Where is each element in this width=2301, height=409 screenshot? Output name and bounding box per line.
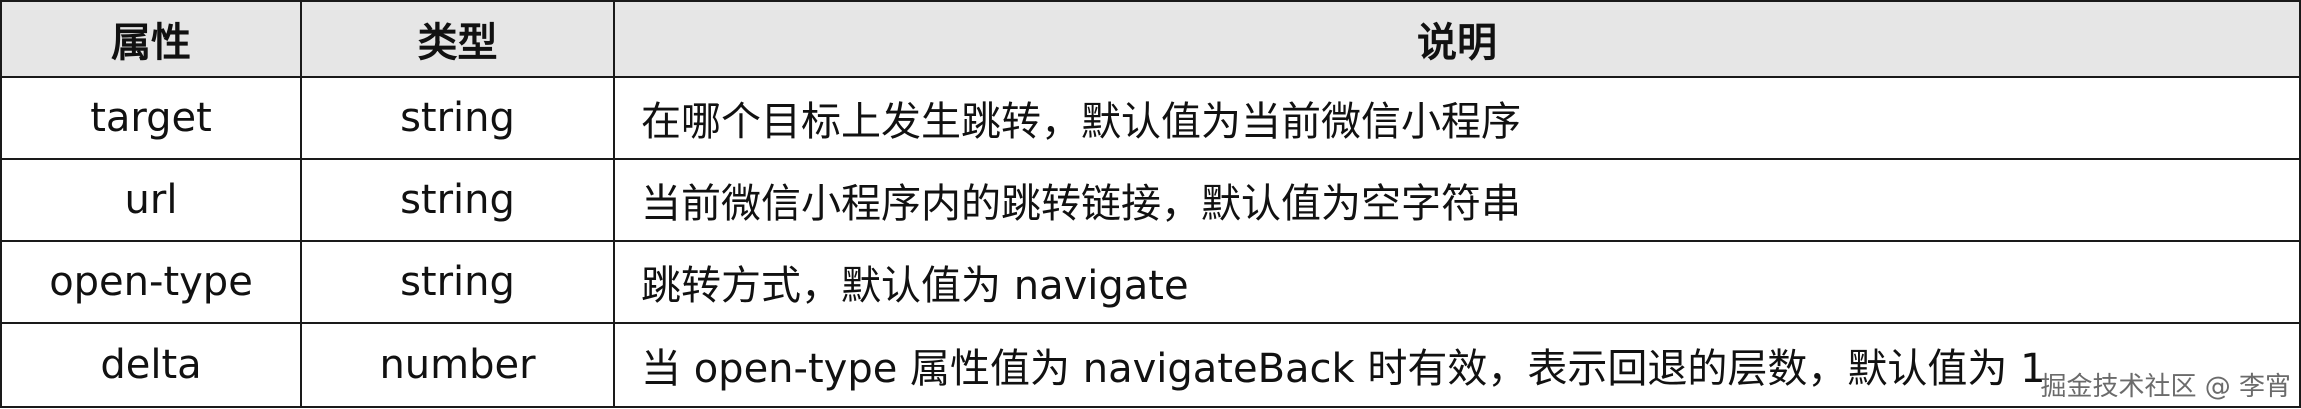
cell-description: 当前微信小程序内的跳转链接，默认值为空字符串 [613,158,2301,242]
cell-description: 在哪个目标上发生跳转，默认值为当前微信小程序 [613,76,2301,160]
cell-type: string [300,76,615,160]
table-row: delta number 当 open-type 属性值为 navigateBa… [0,322,2301,408]
header-row: 属性 类型 说明 [0,0,2301,78]
table-row: open-type string 跳转方式，默认值为 navigate [0,240,2301,324]
header-description: 说明 [613,0,2301,78]
cell-description: 当 open-type 属性值为 navigateBack 时有效，表示回退的层… [613,322,2301,408]
cell-description: 跳转方式，默认值为 navigate [613,240,2301,324]
table-row: url string 当前微信小程序内的跳转链接，默认值为空字符串 [0,158,2301,242]
header-type: 类型 [300,0,615,78]
cell-attribute: url [0,158,302,242]
cell-type: string [300,158,615,242]
cell-attribute: open-type [0,240,302,324]
header-attribute: 属性 [0,0,302,78]
cell-type: number [300,322,615,408]
cell-attribute: delta [0,322,302,408]
table-row: target string 在哪个目标上发生跳转，默认值为当前微信小程序 [0,76,2301,160]
cell-type: string [300,240,615,324]
cell-attribute: target [0,76,302,160]
watermark: 掘金技术社区 @ 李宵 [2040,372,2291,402]
